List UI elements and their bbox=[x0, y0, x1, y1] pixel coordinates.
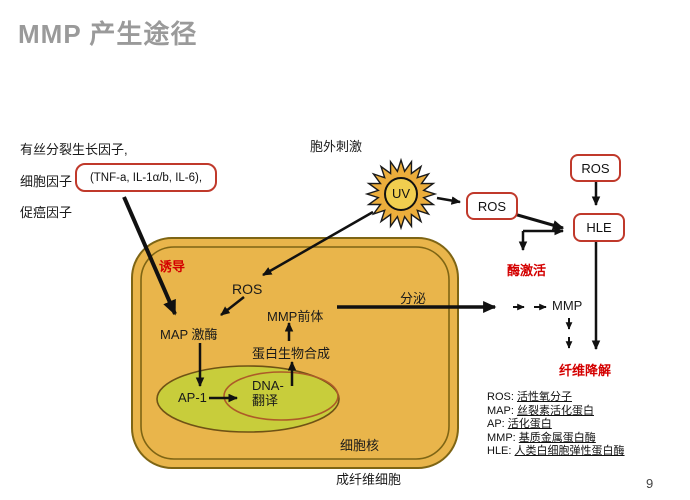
arrow-ros-to-hle bbox=[513, 212, 565, 231]
ros-box-top-text: ROS bbox=[581, 160, 610, 176]
label-mmp: MMP bbox=[552, 298, 583, 313]
label-mmp-precursor: MMP前体 bbox=[267, 309, 324, 324]
arrow-factors-to-mapk bbox=[122, 196, 177, 316]
dna-region-shape bbox=[223, 371, 339, 421]
uv-label: UV bbox=[391, 186, 411, 201]
legend-row-hle: HLE: 人类白细胞弹性蛋白酶 bbox=[487, 445, 625, 459]
label-nucleus: 细胞核 bbox=[340, 438, 380, 453]
legend-term: 基质金属蛋白酶 bbox=[518, 431, 596, 444]
label-dna-translation: DNA- 翻译 bbox=[252, 378, 284, 408]
arrow-uv-to-ros-cell bbox=[262, 210, 374, 277]
tnf-cytokine-box: (TNF-a, IL-1α/b, IL-6), bbox=[75, 163, 217, 192]
label-ap1: AP-1 bbox=[178, 390, 207, 405]
legend-abbr: HLE: bbox=[487, 445, 512, 457]
ros-box-mid: ROS bbox=[466, 192, 518, 220]
label-cytokine: 细胞因子 bbox=[20, 174, 73, 189]
page-number: 9 bbox=[646, 476, 654, 491]
tnf-cytokine-text: (TNF-a, IL-1α/b, IL-6), bbox=[89, 171, 203, 184]
hle-box-text: HLE bbox=[586, 220, 612, 235]
legend-row-ros: ROS: 活性氧分子 bbox=[487, 391, 625, 405]
arrows bbox=[122, 181, 601, 403]
label-enzyme-activation: 酶激活 bbox=[507, 263, 547, 278]
hle-box: HLE bbox=[573, 213, 625, 242]
legend-abbr: ROS: bbox=[487, 391, 514, 403]
legend-abbr: MAP: bbox=[487, 404, 514, 417]
legend-abbr: MMP: bbox=[487, 431, 516, 444]
page-title: MMP 产生途径 bbox=[18, 19, 198, 49]
legend-term: 活化蛋白 bbox=[507, 418, 552, 430]
label-dna-line1: DNA- bbox=[252, 378, 284, 393]
legend: ROS: 活性氧分子 MAP: 丝裂素活化蛋白 AP: 活化蛋白 MMP: 基质… bbox=[487, 391, 625, 459]
label-fibroblast: 成纤维细胞 bbox=[336, 472, 402, 487]
legend-term: 人类白细胞弹性蛋白酶 bbox=[514, 445, 625, 457]
legend-term: 丝裂素活化蛋白 bbox=[516, 404, 594, 417]
legend-row-map: MAP: 丝裂素活化蛋白 bbox=[487, 405, 625, 419]
arrow-ros-to-mapk bbox=[220, 296, 245, 316]
label-ros-cell: ROS bbox=[232, 281, 263, 297]
label-extracellular-stimulus: 胞外刺激 bbox=[310, 139, 363, 154]
sun-center bbox=[384, 177, 418, 211]
legend-term: 活性氧分子 bbox=[516, 391, 572, 403]
label-map-kinase: MAP 激酶 bbox=[160, 327, 218, 342]
arrow-uv-to-ros-box bbox=[436, 196, 461, 205]
cell-inner-membrane bbox=[140, 246, 450, 460]
ros-box-top: ROS bbox=[570, 154, 621, 182]
legend-row-ap: AP: 活化蛋白 bbox=[487, 418, 625, 432]
label-secretion: 分泌 bbox=[400, 291, 427, 306]
legend-abbr: AP: bbox=[487, 418, 505, 430]
label-protein-biosynthesis: 蛋白生物合成 bbox=[252, 346, 331, 361]
ros-box-mid-text: ROS bbox=[477, 198, 507, 214]
label-induction: 诱导 bbox=[159, 259, 186, 274]
label-mitogen: 有丝分裂生长因子, bbox=[20, 142, 128, 157]
label-fiber-degradation: 纤维降解 bbox=[559, 363, 612, 378]
label-tumor-promoter: 促癌因子 bbox=[20, 205, 73, 220]
legend-row-mmp: MMP: 基质金属蛋白酶 bbox=[487, 432, 625, 446]
label-dna-line2: 翻译 bbox=[252, 393, 279, 408]
